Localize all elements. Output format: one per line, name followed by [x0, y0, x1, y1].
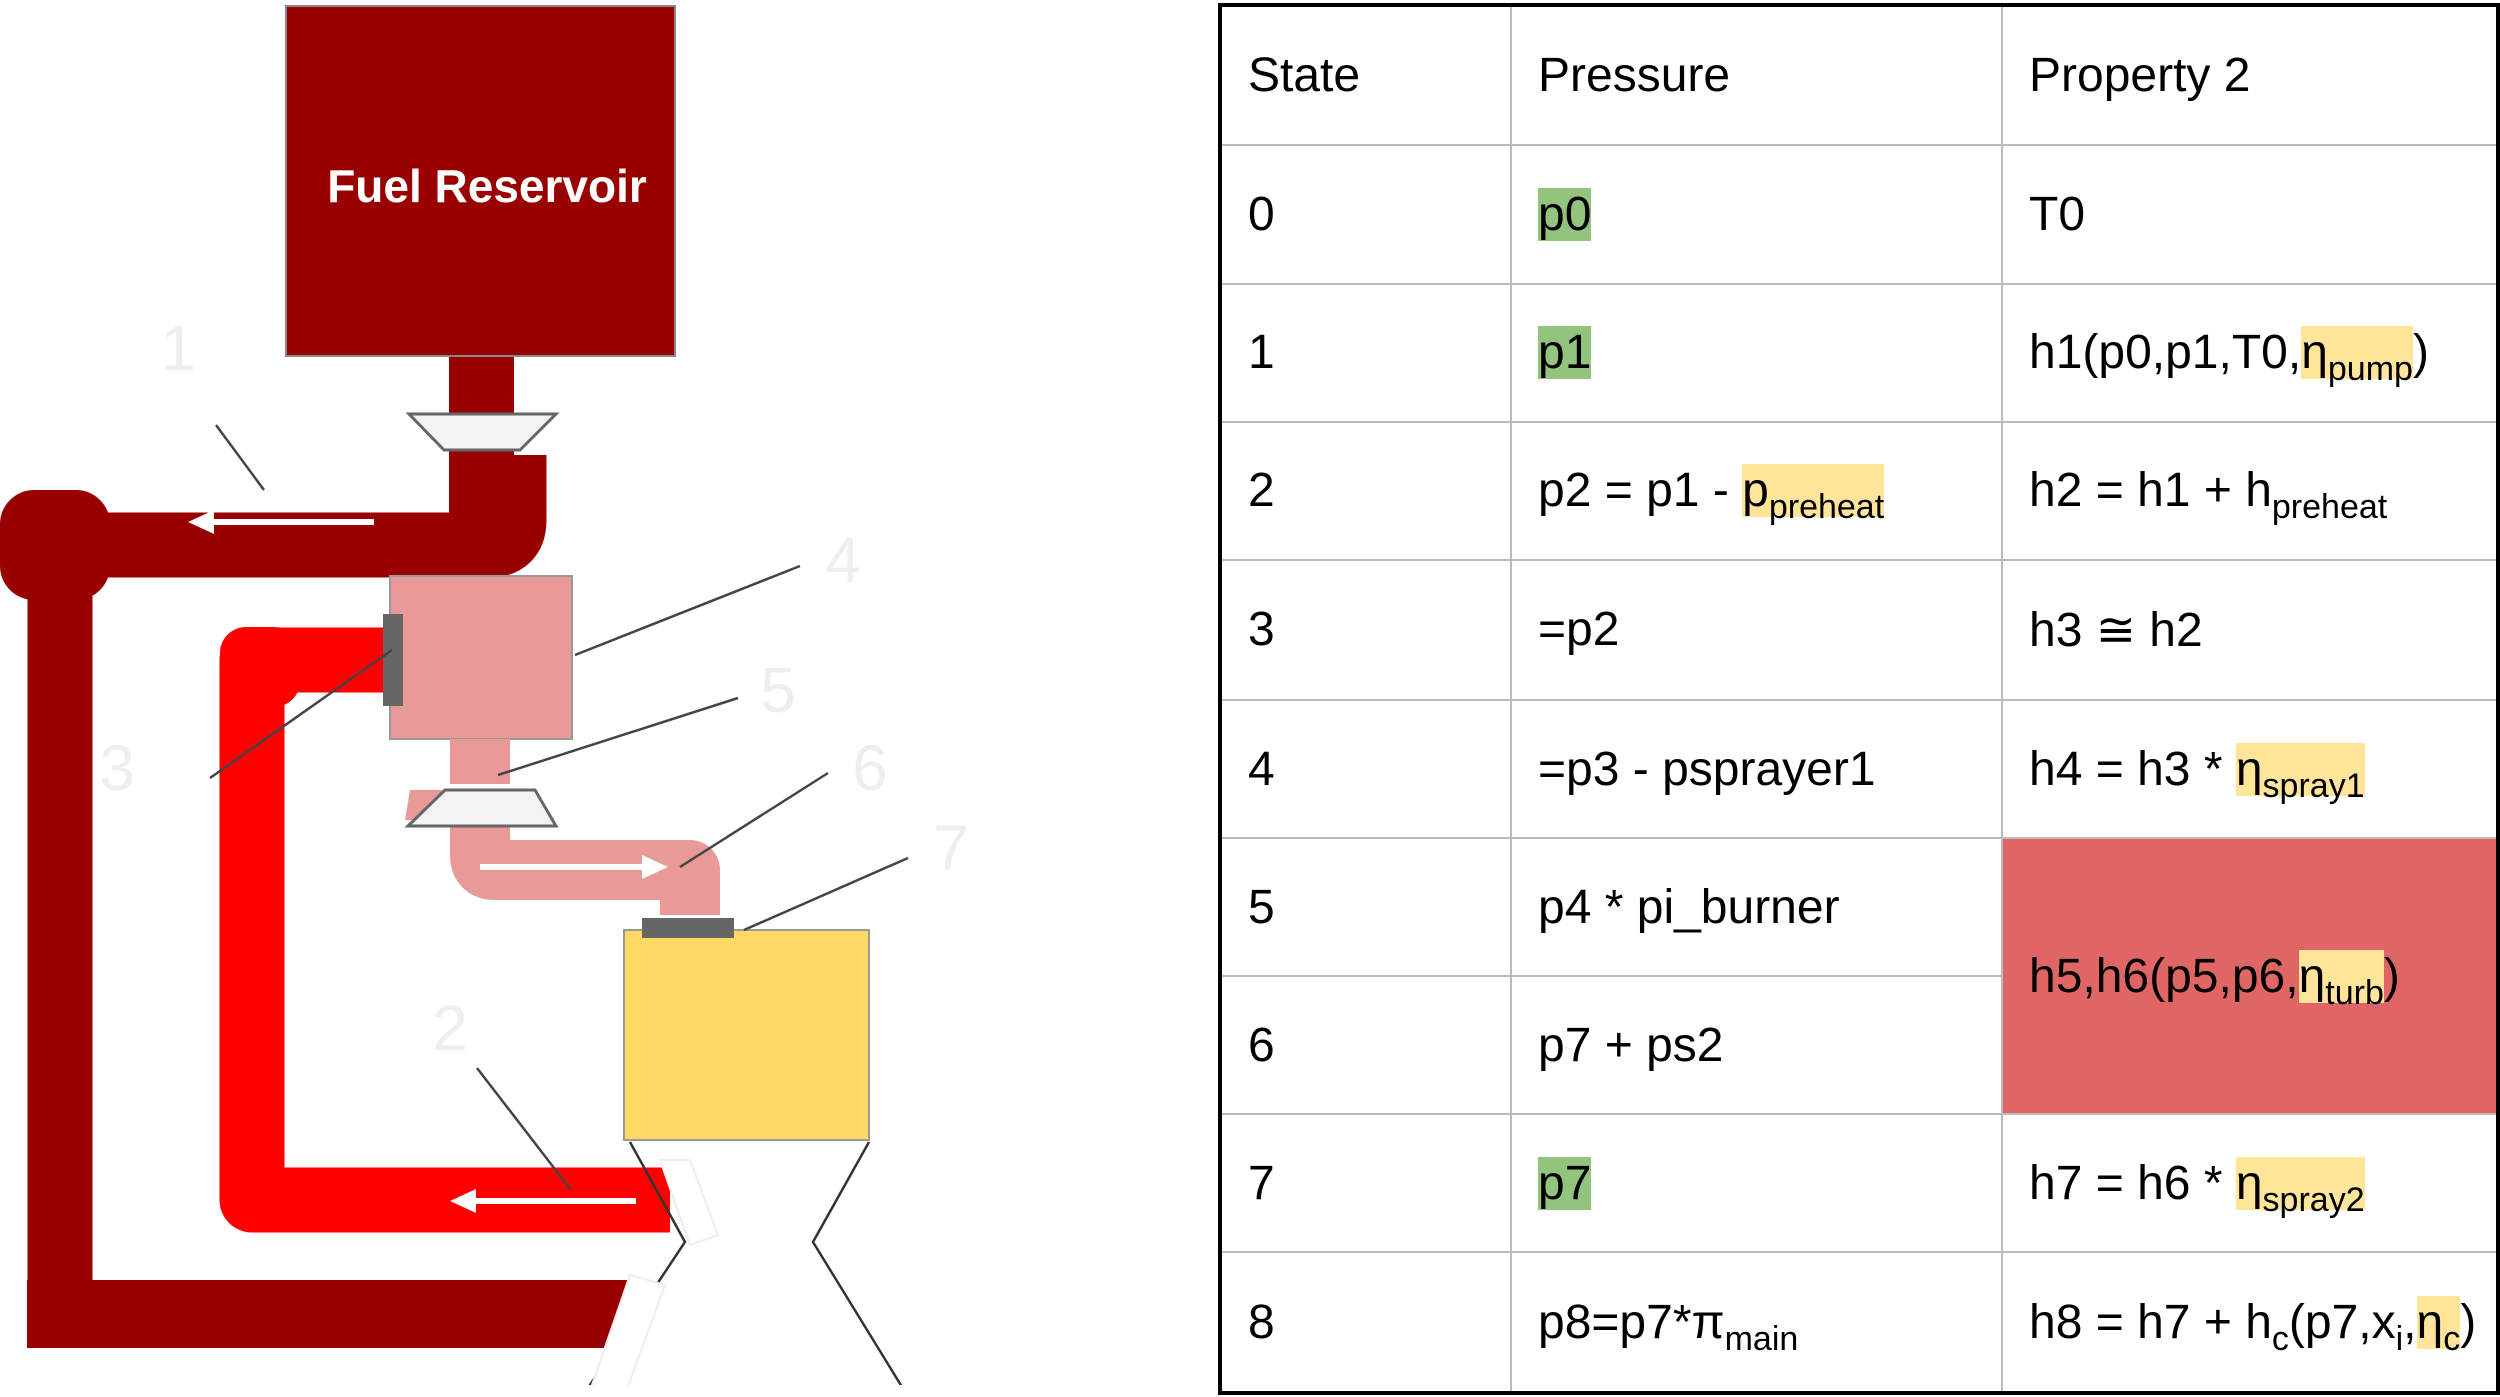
state-table-container: State Pressure Property 2 0 p0 T0 1 p1 h…: [1218, 3, 2500, 1397]
header-property2: Property 2: [2001, 3, 2499, 147]
callout-5: 5: [760, 654, 796, 726]
state-cell: 6: [1219, 975, 1512, 1116]
callout-6: 6: [852, 732, 888, 804]
state-table: State Pressure Property 2 0 p0 T0 1 p1 h…: [1218, 3, 2500, 1395]
table-row: 3 =p2 h3 ≅ h2: [1219, 558, 2499, 702]
efficiency-symbol: ηspray2: [2235, 1156, 2365, 1219]
state-cell: 2: [1219, 420, 1512, 561]
efficiency-symbol: ηturb: [2298, 949, 2384, 1012]
property2-text: h1(p0,p1,T0,: [2029, 326, 2302, 380]
sprayer-2-shape: [404, 788, 559, 828]
pressure-cell: p0: [1510, 144, 2003, 285]
property2-cell: h7 = h6 * ηspray2: [2001, 1113, 2499, 1254]
property2-cell: h2 = h1 + hpreheat: [2001, 420, 2499, 561]
pressure-value: p0: [1538, 188, 1592, 242]
state-cell: 5: [1219, 837, 1512, 978]
callout-4: 4: [825, 524, 861, 596]
flow-arrows: [188, 510, 668, 1213]
header-state: State: [1219, 3, 1512, 147]
property2-cell: h8 = h7 + hc(p7,xi,ηc): [2001, 1251, 2499, 1394]
header-pressure: Pressure: [1510, 3, 2003, 147]
reservoir-label: Fuel Reservoir: [327, 160, 647, 212]
callout-1: 1: [160, 312, 196, 384]
pump-shape: [405, 412, 560, 452]
callout-lines: [209, 424, 909, 1191]
pressure-cell: p1: [1510, 282, 2003, 423]
table-row: 2 p2 = p1 - ppreheat h2 = h1 + hpreheat: [1219, 420, 2499, 561]
pressure-value: p7: [1538, 1156, 1592, 1210]
property2-cell: h4 = h3 * ηspray1: [2001, 699, 2499, 840]
nozzle-pipe-edges: [590, 1159, 720, 1385]
property2-cell: h3 ≅ h2: [2001, 558, 2499, 702]
efficiency-symbol: ηpump: [2301, 326, 2413, 388]
burner: [623, 918, 870, 1141]
efficiency-symbol: ηc: [2416, 1295, 2461, 1358]
callout-7: 7: [933, 812, 969, 884]
table-row: 1 p1 h1(p0,p1,T0,ηpump): [1219, 282, 2499, 423]
table-row: 4 =p3 - psprayer1 h4 = h3 * ηspray1: [1219, 699, 2499, 840]
pressure-cell: p7 + ps2: [1510, 975, 2003, 1116]
property2-text: ): [2412, 326, 2429, 380]
table-row: 8 p8=p7*πmain h8 = h7 + hc(p7,xi,ηc): [1219, 1251, 2499, 1394]
pressure-cell: p4 * pi_burner: [1510, 837, 2003, 978]
callout-2: 2: [432, 992, 468, 1064]
pressure-cell: p8=p7*πmain: [1510, 1251, 2003, 1394]
fuel-system-diagram: Fuel Reservoir: [0, 5, 969, 1385]
table-row: 7 p7 h7 = h6 * ηspray2: [1219, 1113, 2499, 1254]
state-cell: 0: [1219, 144, 1512, 285]
table-row: 5 p4 * pi_burner h5,h6(p5,p6,ηturb): [1219, 837, 2499, 1116]
state-cell: 7: [1219, 1113, 1512, 1254]
pressure-cell: =p3 - psprayer1: [1510, 699, 2003, 840]
state-cell: 4: [1219, 699, 1512, 840]
pressure-cell: p7: [1510, 1113, 2003, 1254]
sprayer-1: [383, 575, 573, 740]
pressure-loss-symbol: ppreheat: [1742, 464, 1885, 527]
table-header-row: State Pressure Property 2: [1219, 3, 2499, 147]
pressure-text: p2 = p1 -: [1538, 464, 1743, 518]
outer-return-pipe: [0, 350, 627, 1348]
state-cell: 1: [1219, 282, 1512, 423]
pressure-cell: p2 = p1 - ppreheat: [1510, 420, 2003, 561]
table-row: 6 p7 + ps2: [1219, 975, 2498, 1116]
property2-cell: h1(p0,p1,T0,ηpump): [2001, 282, 2499, 423]
state-cell: 8: [1219, 1251, 1512, 1394]
table-row: 0 p0 T0: [1219, 144, 2499, 285]
pressure-value: p1: [1538, 326, 1592, 380]
property2-cell-merged: h5,h6(p5,p6,ηturb): [2001, 837, 2499, 1116]
callout-3: 3: [99, 732, 135, 804]
fuel-reservoir: Fuel Reservoir: [285, 5, 676, 357]
state-cell: 3: [1219, 558, 1512, 702]
efficiency-symbol: ηspray1: [2235, 742, 2365, 805]
property2-cell: T0: [2001, 144, 2499, 285]
pressure-cell: =p2: [1510, 558, 2003, 702]
